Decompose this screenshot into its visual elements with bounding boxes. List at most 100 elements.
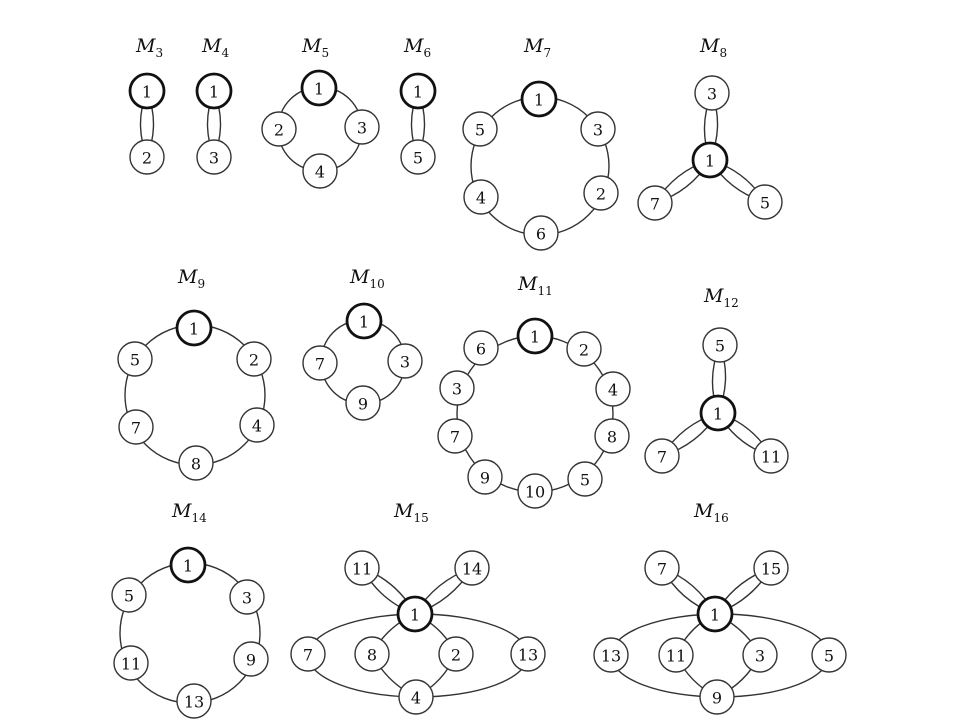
node-label: 9 bbox=[712, 689, 722, 708]
node-circle bbox=[742, 637, 778, 673]
graph-title-subscript: 7 bbox=[543, 46, 551, 60]
node-circle bbox=[753, 550, 789, 586]
node-circle bbox=[345, 302, 383, 340]
node-circle bbox=[699, 394, 737, 432]
node-circle bbox=[696, 595, 734, 633]
graph-node: 3 bbox=[580, 111, 616, 147]
node-circle bbox=[644, 550, 680, 586]
node-label: 1 bbox=[183, 557, 193, 576]
node-circle bbox=[387, 343, 423, 379]
graph-title-letter: M bbox=[523, 35, 544, 57]
graph-node: 7 bbox=[644, 550, 680, 586]
graph-title-m14: M14 bbox=[171, 500, 207, 525]
graph-node: 11 bbox=[344, 550, 380, 586]
graph-title-m8: M8 bbox=[699, 35, 727, 60]
node-label: 8 bbox=[607, 428, 617, 447]
graph-node: 3 bbox=[742, 637, 778, 673]
node-circle bbox=[354, 636, 390, 672]
node-circle bbox=[196, 139, 232, 175]
node-label: 9 bbox=[480, 469, 490, 488]
node-circle bbox=[811, 637, 847, 673]
root-node: 1 bbox=[345, 302, 383, 340]
graph-title-subscript: 10 bbox=[369, 277, 384, 291]
graph-node: 14 bbox=[454, 550, 490, 586]
graph-node: 8 bbox=[178, 445, 214, 481]
node-label: 1 bbox=[710, 606, 720, 625]
node-label: 15 bbox=[761, 560, 781, 579]
graph-node: 5 bbox=[702, 327, 738, 363]
node-label: 4 bbox=[411, 689, 421, 708]
node-circle bbox=[345, 385, 381, 421]
node-circle bbox=[236, 341, 272, 377]
graph-node: 4 bbox=[463, 179, 499, 215]
graph-node: 11 bbox=[753, 438, 789, 474]
root-node: 1 bbox=[399, 72, 437, 110]
node-label: 8 bbox=[367, 646, 377, 665]
node-circle bbox=[594, 418, 630, 454]
node-circle bbox=[178, 445, 214, 481]
node-circle bbox=[516, 317, 554, 355]
node-label: 1 bbox=[534, 91, 544, 110]
node-circle bbox=[176, 683, 212, 719]
graph-node: 3 bbox=[229, 579, 265, 615]
node-label: 3 bbox=[242, 589, 252, 608]
node-circle bbox=[438, 636, 474, 672]
graph-title-subscript: 15 bbox=[413, 511, 428, 525]
node-circle bbox=[463, 179, 499, 215]
node-label: 7 bbox=[303, 646, 313, 665]
node-circle bbox=[300, 69, 338, 107]
node-label: 5 bbox=[824, 647, 834, 666]
graph-node: 7 bbox=[290, 636, 326, 672]
node-label: 5 bbox=[760, 194, 770, 213]
graph-node: 3 bbox=[344, 109, 380, 145]
root-node: 1 bbox=[175, 309, 213, 347]
root-node: 1 bbox=[300, 69, 338, 107]
graph-title-subscript: 5 bbox=[321, 46, 329, 60]
node-label: 11 bbox=[121, 655, 141, 674]
node-circle bbox=[510, 636, 546, 672]
node-label: 1 bbox=[189, 320, 199, 339]
root-node: 1 bbox=[699, 394, 737, 432]
node-label: 3 bbox=[707, 85, 717, 104]
node-circle bbox=[398, 679, 434, 715]
node-circle bbox=[463, 330, 499, 366]
graph-node: 5 bbox=[462, 111, 498, 147]
root-node: 1 bbox=[195, 72, 233, 110]
graph-node: 5 bbox=[117, 341, 153, 377]
graph-title-letter: M bbox=[177, 266, 198, 288]
root-node: 1 bbox=[696, 595, 734, 633]
node-circle bbox=[175, 309, 213, 347]
root-node: 1 bbox=[396, 595, 434, 633]
node-label: 3 bbox=[209, 149, 219, 168]
root-node: 1 bbox=[516, 317, 554, 355]
node-label: 4 bbox=[315, 163, 325, 182]
node-label: 5 bbox=[580, 471, 590, 490]
node-label: 3 bbox=[357, 119, 367, 138]
graph-title-subscript: 4 bbox=[221, 46, 229, 60]
graph-title-letter: M bbox=[349, 266, 370, 288]
node-label: 1 bbox=[359, 313, 369, 332]
graph-title-subscript: 14 bbox=[191, 511, 207, 525]
graph-title-letter: M bbox=[393, 500, 414, 522]
node-label: 11 bbox=[666, 647, 686, 666]
graph-title-m12: M12 bbox=[703, 285, 739, 310]
graph-node: 7 bbox=[437, 418, 473, 454]
graph-node: 2 bbox=[566, 331, 602, 367]
node-circle bbox=[517, 473, 553, 509]
node-label: 6 bbox=[476, 340, 486, 359]
graph-node: 6 bbox=[523, 215, 559, 251]
graph-node: 10 bbox=[517, 473, 553, 509]
graph-title-letter: M bbox=[693, 500, 714, 522]
graph-node: 2 bbox=[583, 175, 619, 211]
node-label: 9 bbox=[358, 395, 368, 414]
node-circle bbox=[261, 111, 297, 147]
node-label: 13 bbox=[518, 646, 538, 665]
graph-title-letter: M bbox=[301, 35, 322, 57]
graph-node: 13 bbox=[176, 683, 212, 719]
node-circle bbox=[111, 577, 147, 613]
